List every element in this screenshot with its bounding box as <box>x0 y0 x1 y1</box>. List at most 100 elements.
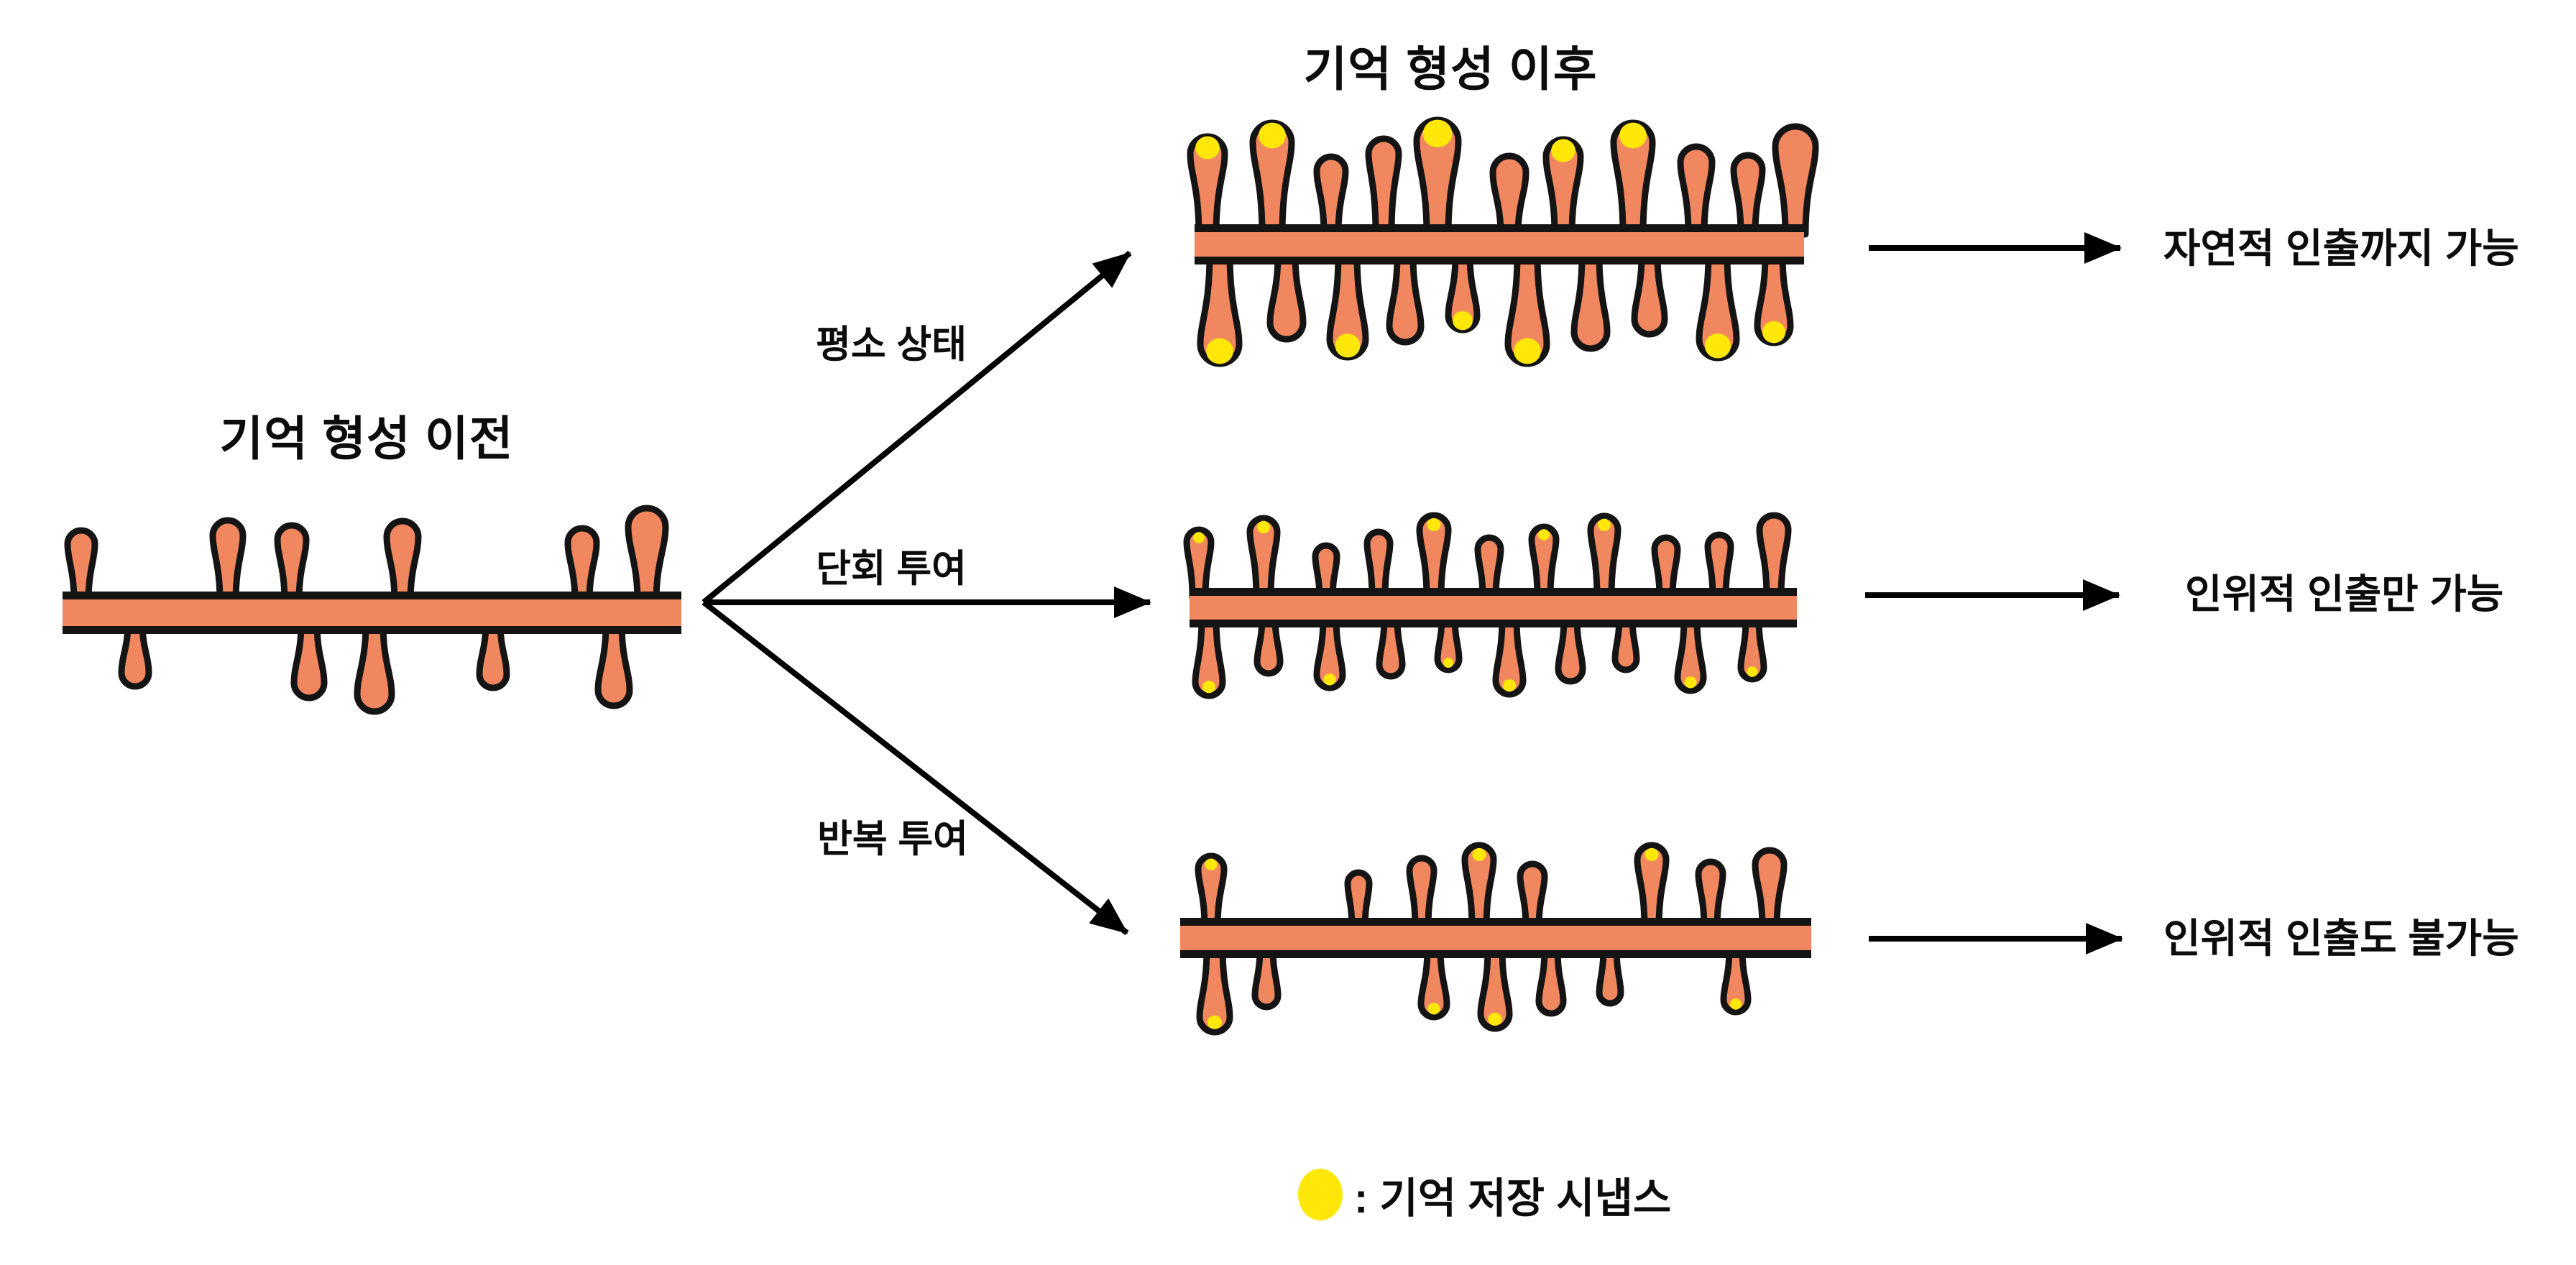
membrane-bar-bottom-line <box>1180 950 1811 958</box>
dendritic-spine <box>1555 614 1586 685</box>
memory-synapse-dot <box>1453 310 1473 331</box>
dendritic-spine <box>1313 614 1346 691</box>
memory-synapse-dot <box>1747 666 1758 677</box>
dendritic-spine <box>1192 614 1226 699</box>
membrane-bar-bottom-line <box>1190 620 1797 627</box>
dendritic-spine <box>209 517 247 605</box>
memory-synapse-dot <box>1422 119 1453 148</box>
dendritic-spine <box>1416 512 1452 602</box>
memory-synapse-dot <box>1537 529 1550 540</box>
membrane-after-single <box>1183 512 1797 699</box>
dendritic-spine <box>1461 842 1497 932</box>
dendritic-spine <box>1611 614 1640 673</box>
dendritic-spine <box>1634 842 1670 932</box>
dendritic-spine <box>1195 852 1228 932</box>
memory-synapse-dot <box>1335 334 1361 358</box>
dendritic-spine <box>1386 251 1425 346</box>
membrane-after-normal <box>1187 116 1819 367</box>
memory-synapse-dot <box>1704 333 1731 359</box>
membrane-bar-bottom-line <box>63 626 681 634</box>
dendritic-spine <box>383 518 422 605</box>
arrow-branch-repeated <box>702 599 1129 936</box>
branch-label-normal-state: 평소 상태 <box>816 323 967 366</box>
dendritic-spine <box>1246 515 1281 602</box>
dendritic-spine <box>1417 944 1450 1021</box>
membrane-bar-top-line <box>1190 588 1797 596</box>
memory-synapse-dot <box>1597 518 1611 532</box>
dendritic-spine <box>1704 531 1734 602</box>
outcome-label-artificial-retrieval-only: 인위적 인출만 가능 <box>2185 571 2504 617</box>
dendritic-spine <box>1312 542 1340 602</box>
memory-synapse-dot <box>1472 847 1486 862</box>
dendritic-spine <box>1474 534 1504 602</box>
title-after-memory-formation: 기억 형성 이후 <box>1303 42 1598 96</box>
memory-synapse-dot <box>1619 122 1647 149</box>
dendritic-spine <box>1752 847 1788 932</box>
dendritic-spine <box>1772 123 1819 238</box>
outcome-label-no-retrieval: 인위적 인출도 불가능 <box>2163 916 2519 961</box>
title-before-memory-formation: 기억 형성 이전 <box>219 412 514 465</box>
legend-synapse-dot-icon <box>1298 1169 1343 1220</box>
memory-synapse-dot <box>1729 998 1742 1010</box>
dendritic-spine <box>118 620 152 690</box>
memory-synapse-dot <box>1644 847 1659 862</box>
dendritic-spine <box>1376 614 1406 680</box>
dendritic-spine <box>625 505 669 605</box>
membrane-bar-top-line <box>1195 224 1804 232</box>
dendritic-spine <box>1677 143 1716 238</box>
dendritic-spine <box>1737 614 1767 683</box>
dendritic-spine <box>476 620 510 691</box>
legend-label: : 기억 저장 시냅스 <box>1354 1175 1672 1222</box>
memory-synapse-dot <box>1259 122 1286 149</box>
dendritic-spine <box>1434 614 1463 673</box>
dendritic-spine <box>354 620 395 715</box>
dendritic-spine <box>594 620 633 709</box>
memory-synapse-dot <box>1202 680 1216 694</box>
memory-synapse-dot <box>1514 338 1541 364</box>
dendritic-spine <box>1363 528 1394 602</box>
dendritic-spine <box>1406 855 1438 932</box>
memory-synapse-dot <box>1762 321 1786 344</box>
membrane-after-repeated <box>1180 842 1811 1036</box>
dendritic-spine <box>1528 523 1560 602</box>
memory-synapse-dot <box>1502 678 1517 692</box>
dendritic-spine <box>1631 251 1668 338</box>
dendritic-spine <box>564 525 600 605</box>
dendritic-spine <box>1651 534 1681 602</box>
dendritic-spine <box>1674 614 1707 694</box>
dendritic-spine <box>1695 858 1726 932</box>
memory-synapse-dot <box>1684 676 1697 689</box>
memory-synapse-dot <box>1443 658 1454 668</box>
dendritic-spine <box>64 527 98 605</box>
dendritic-spine <box>1730 152 1766 238</box>
memory-synapse-dot <box>1256 520 1271 534</box>
dendritic-spine <box>1596 944 1624 1007</box>
memory-synapse-dot <box>1488 1012 1502 1026</box>
dendritic-spine <box>1535 944 1567 1017</box>
dendritic-spine <box>1492 614 1527 698</box>
memory-synapse-dot <box>1427 1003 1440 1015</box>
arrow-branch-normal <box>702 250 1132 605</box>
legend: : 기억 저장 시냅스 <box>1298 1164 1671 1225</box>
dendritic-spine <box>1254 614 1284 677</box>
memory-synapse-dot <box>1323 673 1336 686</box>
dendritic-spine <box>1587 512 1622 602</box>
memory-synapse-dot <box>1205 858 1218 870</box>
membrane-bar-top-line <box>63 592 681 599</box>
memory-synapse-dot <box>1206 338 1233 364</box>
dendritic-spine <box>290 620 328 702</box>
dendritic-spine <box>1266 251 1307 343</box>
memory-synapse-dot <box>1192 532 1205 543</box>
dendritic-spine <box>1183 526 1215 602</box>
membrane-bar-bottom-line <box>1195 257 1804 264</box>
membrane-bar-top-line <box>1180 918 1811 926</box>
dendritic-spine <box>1720 944 1752 1016</box>
dendritic-spine <box>274 522 310 605</box>
dendritic-spine <box>1477 944 1513 1032</box>
outcome-label-natural-retrieval: 자연적 인출까지 가능 <box>2163 226 2519 271</box>
dendritic-spine <box>1489 152 1530 238</box>
branch-label-single-dose: 단회 투여 <box>816 548 967 590</box>
memory-synapse-dot <box>1427 518 1441 532</box>
dendritic-spine <box>1313 153 1349 238</box>
